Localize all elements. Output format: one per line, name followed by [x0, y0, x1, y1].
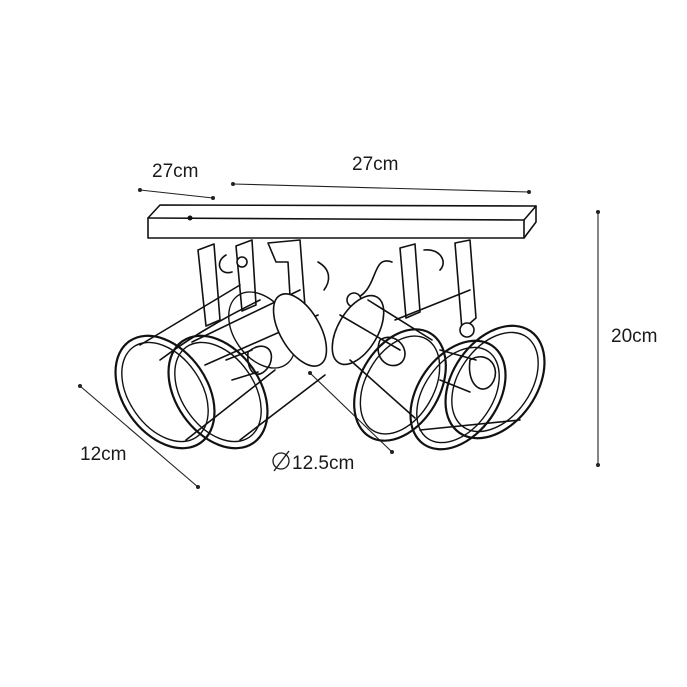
label-height: 20cm: [611, 326, 657, 347]
cage-shade: [167, 289, 328, 450]
arm-knob: [236, 256, 248, 268]
dim-line-arm-length: [77, 383, 201, 490]
dimension-labels: 27cm 27cm 20cm 12cm 12.5cm: [80, 154, 657, 474]
plate-screw: [187, 215, 193, 221]
ceiling-plate: [147, 204, 537, 239]
arm-knob: [459, 322, 475, 338]
dimension-lines: [77, 181, 601, 490]
cage-shade: [331, 294, 447, 442]
label-shade-diameter: 12.5cm: [272, 450, 354, 474]
label-arm-length: 12cm: [80, 444, 126, 465]
label-plate-width: 27cm: [352, 154, 398, 175]
cage-shade: [394, 289, 546, 451]
label-shade-diameter-value: 12.5cm: [292, 453, 354, 474]
diameter-symbol: [272, 452, 290, 470]
diameter-symbol-slash: [273, 450, 290, 472]
dim-line-plate-depth: [137, 187, 216, 201]
dim-line-shade-diameter: [307, 370, 395, 455]
brackets: [197, 239, 477, 338]
dim-line-plate-width: [230, 181, 532, 195]
label-plate-depth: 27cm: [152, 161, 198, 182]
